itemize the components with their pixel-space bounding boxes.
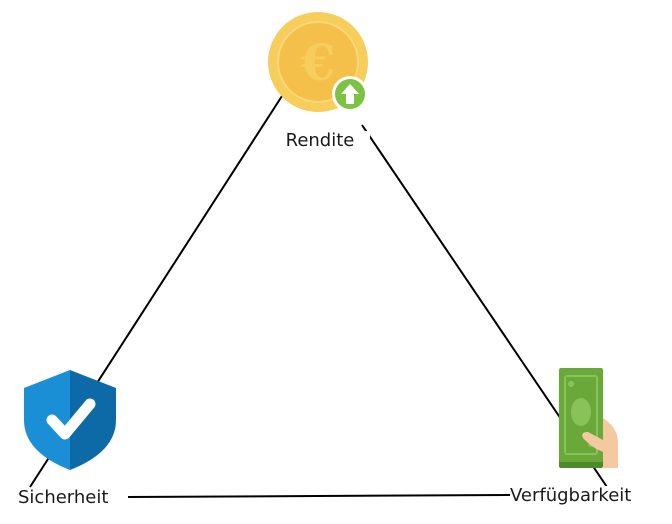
cash-in-hand-icon <box>559 368 618 468</box>
edge-sicherheit-verfuegbarkeit <box>127 494 511 498</box>
arrow-up-icon <box>332 76 368 112</box>
node-label-sicherheit: Sicherheit <box>18 487 109 508</box>
node-label-verfuegbarkeit: Verfügbarkeit <box>510 485 632 506</box>
node-label-rendite: Rendite <box>270 131 370 151</box>
svg-text:€: € <box>300 33 336 92</box>
shield-check-icon <box>24 370 116 470</box>
